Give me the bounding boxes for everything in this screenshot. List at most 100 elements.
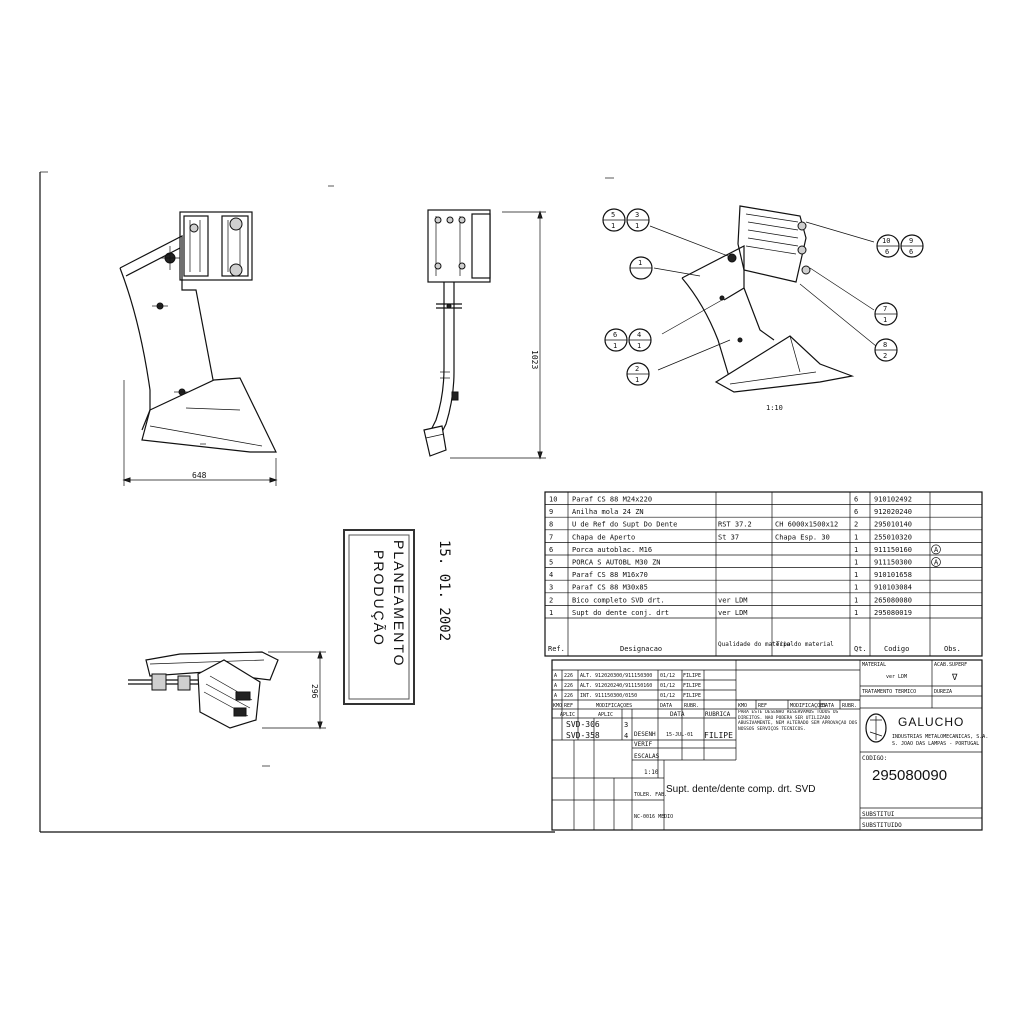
company-sub-2: S. JOAO DAS LAMPAS - PORTUGAL <box>892 741 979 747</box>
bom-cell-qualidade: RST 37.2 <box>718 521 752 529</box>
svg-text:DATA: DATA <box>822 703 834 709</box>
svg-text:9: 9 <box>909 237 913 245</box>
svg-text:6: 6 <box>909 248 913 256</box>
desenh-date: 15-JUL-01 <box>666 732 693 738</box>
svg-text:1: 1 <box>638 259 642 267</box>
bom-cell-qt: 1 <box>854 571 858 579</box>
bom-cell-designacao: Paraf CS 88 M24x220 <box>572 496 652 504</box>
bom-header-obs: Obs. <box>944 645 961 653</box>
svg-text:RUBR.: RUBR. <box>684 703 699 709</box>
svg-text:2: 2 <box>883 352 887 360</box>
svg-text:01/12: 01/12 <box>660 683 675 689</box>
rubrica-label: RUBRICA <box>705 711 731 718</box>
bom-cell-qt: 6 <box>854 496 858 504</box>
bom-row: 9 Anilha mola 24 ZN 6 912020240 <box>549 508 912 516</box>
bom-cell-designacao: Paraf CS 88 M16x70 <box>572 571 648 579</box>
desenh-label: DESENH <box>634 731 656 738</box>
svg-text:226: 226 <box>564 683 573 689</box>
bom-cell-qt: 1 <box>854 609 858 617</box>
bom-cell-ref: 10 <box>549 496 557 504</box>
bom-cell-designacao: PORCA S AUTOBL M30 ZN <box>572 559 661 567</box>
bom-header-designacao: Designacao <box>620 645 662 653</box>
bom-cell-qt: 1 <box>854 596 858 604</box>
svg-text:DATA: DATA <box>660 703 672 709</box>
svg-text:ALT. 912020300/911150300: ALT. 912020300/911150300 <box>580 673 652 679</box>
svg-text:A: A <box>554 683 557 689</box>
balloon-4-1: 4 1 <box>628 328 652 352</box>
svg-text:FILIPE: FILIPE <box>683 673 701 679</box>
svg-text:A: A <box>554 673 557 679</box>
bom-cell-obs: A <box>934 559 939 567</box>
bom-cell-codigo: 911150160 <box>874 546 912 554</box>
mod-header-right: ΚΜΟ REF MODIFICAÇOES DATA RUBR. <box>738 703 857 709</box>
svg-text:FILIPE: FILIPE <box>683 683 701 689</box>
dim-width-label: 648 <box>192 471 207 480</box>
svg-text:A: A <box>554 693 557 699</box>
balloon-7-1: 7 1 <box>874 302 898 326</box>
bom-cell-codigo: 910101658 <box>874 571 912 579</box>
bom-cell-codigo: 912020240 <box>874 508 912 516</box>
bom-row: 10 Paraf CS 88 M24x220 6 910102492 <box>549 496 912 504</box>
svg-text:5: 5 <box>611 211 615 219</box>
side-view-drawing: 1023 <box>423 209 546 460</box>
bill-of-materials: 10 Paraf CS 88 M24x220 6 910102492 9 Anilha m… <box>544 491 983 657</box>
bom-cell-codigo: 295080019 <box>874 609 912 617</box>
balloon-1: 1 <box>629 256 653 280</box>
bom-cell-obs: A <box>934 546 939 554</box>
mod-row-1: A 226 ALT. 912020300/911150300 01/12 FIL… <box>554 673 701 679</box>
bom-header-codigo: Codigo <box>884 645 909 653</box>
stamp-line-2: PRODUÇÃO <box>371 550 387 647</box>
svg-text:01/12: 01/12 <box>660 693 675 699</box>
bom-cell-qt: 1 <box>854 546 858 554</box>
rights-note: PARA ESTE DESENHO RESERVAMOS TODOS OS DI… <box>738 710 858 732</box>
toler-value: NC-0016 MEDIO <box>634 814 673 820</box>
balloon-2-1: 2 1 <box>626 362 650 386</box>
balloon-3-1: 3 1 <box>626 208 650 232</box>
svg-text:ΚΜΟ: ΚΜΟ <box>738 703 747 709</box>
bom-cell-designacao: Chapa de Aperto <box>572 533 635 541</box>
bom-cell-qt: 6 <box>854 508 858 516</box>
escala-value: 1:10 <box>644 769 659 776</box>
stamp-line-1: PLANEAMENTO <box>391 540 407 668</box>
bom-cell-codigo: 910102492 <box>874 496 912 504</box>
balloon-9-6: 9 6 <box>900 234 924 258</box>
front-view-drawing: 648 <box>119 211 278 486</box>
bom-cell-qt: 1 <box>854 533 858 541</box>
bom-cell-designacao: Anilha mola 24 ZN <box>572 508 644 516</box>
svg-text:APLIC: APLIC <box>598 712 613 718</box>
bom-cell-ref: 6 <box>549 546 553 554</box>
balloon-6-1: 6 1 <box>604 328 628 352</box>
mod-header-left: ΚΜΟ REF MODIFICAÇOES DATA RUBR. <box>553 703 699 709</box>
bom-cell-codigo: 910103084 <box>874 584 912 592</box>
svg-text:10: 10 <box>882 237 890 245</box>
bom-cell-designacao: Porca autoblac. M16 <box>572 546 652 554</box>
codigo-label: CODIGO: <box>862 755 887 762</box>
bom-cell-designacao: U de Ref do Supt Do Dente <box>572 521 677 529</box>
svg-text:1: 1 <box>635 376 639 384</box>
balloon-5-1: 5 1 <box>602 208 626 232</box>
bom-cell-qt: 2 <box>854 521 858 529</box>
svg-text:6: 6 <box>885 248 889 256</box>
mod-row-3: A 226 INT. 911150300/0150 01/12 FILIPE <box>554 693 701 699</box>
svg-text:01/12: 01/12 <box>660 673 675 679</box>
svg-text:1: 1 <box>883 316 887 324</box>
bom-cell-codigo: 911150300 <box>874 559 912 567</box>
company-logo-icon <box>865 713 887 743</box>
svg-text:FILIPE: FILIPE <box>683 693 701 699</box>
balloon-8-2: 8 2 <box>874 338 898 362</box>
bom-cell-ref: 2 <box>549 596 553 604</box>
bom-cell-ref: 7 <box>549 533 553 541</box>
bom-row: 6 Porca autoblac. M16 1 911150160 A <box>549 544 941 555</box>
bom-cell-ref: 9 <box>549 508 553 516</box>
aplic-row-2: SVD-358 <box>566 731 600 740</box>
svg-text:ALT. 912020240/911150160: ALT. 912020240/911150160 <box>580 683 652 689</box>
svg-text:4: 4 <box>624 732 628 740</box>
substitui-label: SUBSTITUI <box>862 811 895 818</box>
drawing-code: 295080090 <box>872 767 947 784</box>
svg-text:RUBR.: RUBR. <box>842 703 857 709</box>
bom-cell-ref: 3 <box>549 584 553 592</box>
title-block: A 226 ALT. 912020300/911150300 01/12 FIL… <box>551 659 988 831</box>
